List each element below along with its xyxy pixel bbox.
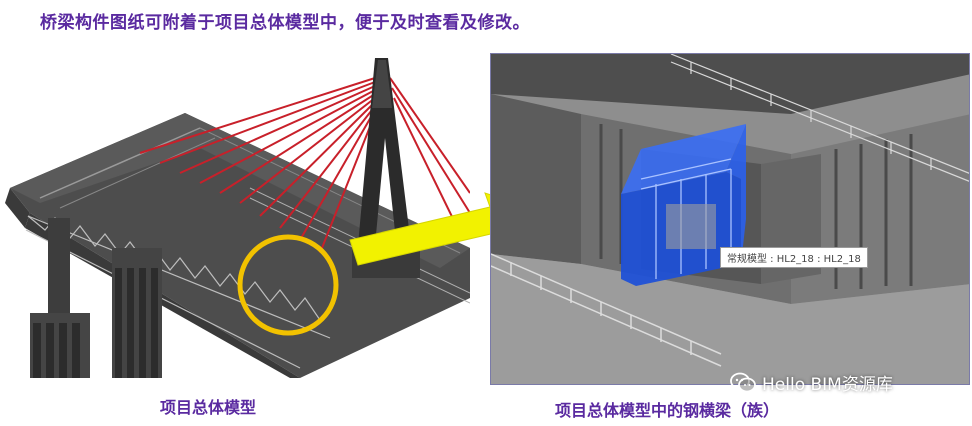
caption-overall-model: 项目总体模型 [160,398,257,417]
caption-steel-crossbeam: 项目总体模型中的钢横梁（族） [555,401,780,420]
bridge-overall-model-image [0,38,470,378]
watermark: Hello BIM资源库 [730,370,893,395]
headline-text: 桥梁构件图纸可附着于项目总体模型中，便于及时查看及修改。 [40,13,530,33]
steel-crossbeam-detail-image [490,53,970,385]
wechat-icon [730,372,756,394]
watermark-text: Hello BIM资源库 [762,375,893,395]
element-tooltip: 常规模型 : HL2_18 : HL2_18 [720,247,868,268]
